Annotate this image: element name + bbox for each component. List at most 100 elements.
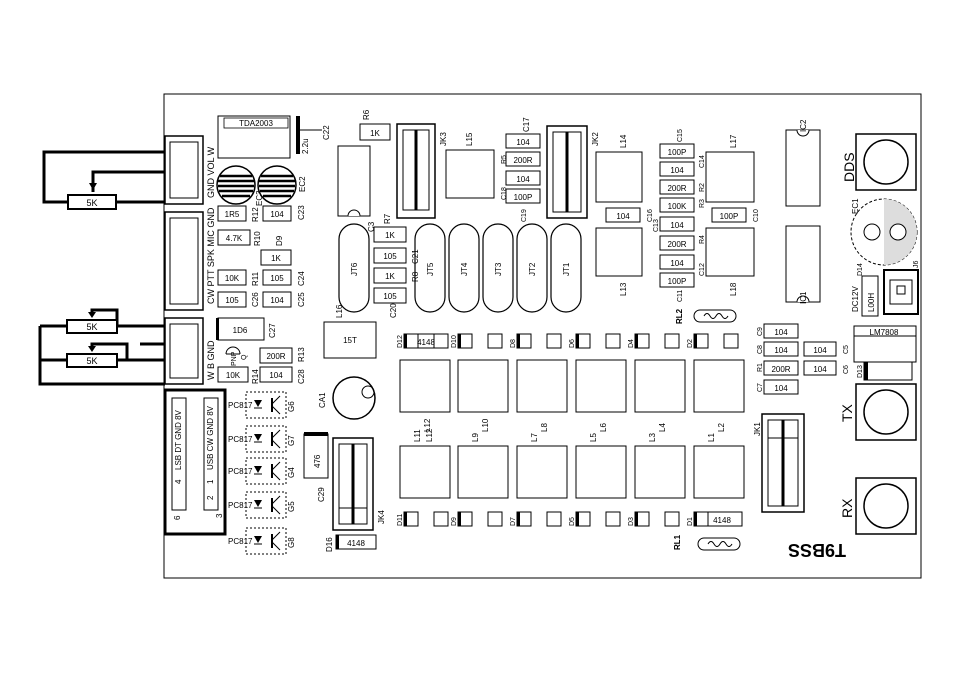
l18-label: L18 <box>729 282 738 296</box>
jk2-label: JK2 <box>591 132 600 146</box>
jk3-label: JK3 <box>439 132 448 146</box>
crystal-jt4-label: JT4 <box>460 262 469 276</box>
r1-label: R1 <box>757 363 764 372</box>
coil-l4 <box>634 359 686 413</box>
r5-label: R5 <box>501 155 508 164</box>
pnp-label: PNP <box>231 351 238 366</box>
jk3-relay <box>396 123 436 219</box>
coil-l2 <box>693 359 745 413</box>
opto-g7-label: G7 <box>287 435 296 446</box>
coil-l7-label: L7 <box>530 433 539 442</box>
c9-label: C9 <box>757 327 764 336</box>
d14-value: L00H <box>867 293 876 312</box>
diode-d11-label: D11 <box>397 514 404 526</box>
ec1-capacitor <box>850 198 918 266</box>
opto-g6-label: G6 <box>287 401 296 412</box>
lm7808-label: LM7808 <box>870 328 899 337</box>
c22-value: 2.2u <box>301 138 310 154</box>
diode-d9b-label: D9 <box>451 517 458 526</box>
r14-label: R14 <box>251 369 260 384</box>
c14-label: C14 <box>699 155 706 168</box>
coil-l2-label: L2 <box>717 423 726 432</box>
crystal-jt2-label: JT2 <box>528 262 537 276</box>
mode-connector-label-left: LSB DT GND 8V <box>174 409 183 470</box>
diode-d1-label: D1 <box>687 517 694 526</box>
r14-value: 10K <box>226 371 241 380</box>
c29-value: 476 <box>313 454 322 468</box>
c6-value: 104 <box>813 365 827 374</box>
diode-d3-label: D3 <box>628 517 635 526</box>
r11-label: R11 <box>251 271 260 286</box>
mic-connector <box>164 211 204 311</box>
l14-coil <box>595 151 643 203</box>
jk4-relay <box>332 437 374 531</box>
coil-l12-label-2: L12 <box>425 428 434 442</box>
r6-resistor <box>359 123 391 141</box>
r11-value: 10K <box>225 274 240 283</box>
c29-label: C29 <box>317 487 326 502</box>
pc817-label-2: PC817 <box>228 435 253 444</box>
diode-d7-label: D7 <box>510 517 517 526</box>
c16-label: C16 <box>647 209 654 222</box>
c9-capacitor <box>763 323 799 339</box>
r10-resistor <box>217 229 251 246</box>
coil-l1-label: L1 <box>707 433 716 442</box>
c5-value: 104 <box>813 346 827 355</box>
c8-value: 104 <box>774 346 788 355</box>
mode-pin-4: 4 <box>174 479 183 484</box>
c7-capacitor <box>763 379 799 395</box>
dc12v-label: DC12V <box>851 286 860 312</box>
pc817-1 <box>245 391 287 419</box>
r12-resistor <box>217 205 247 222</box>
ec1-label: EC1 <box>851 198 860 214</box>
c19-value: 100P <box>514 193 533 202</box>
c8-label: C8 <box>757 345 764 354</box>
c19-capacitor <box>505 188 541 204</box>
w-pot-1-value: 5K <box>86 322 97 332</box>
d14-label: D14 <box>857 263 864 276</box>
l15-coil <box>445 149 495 199</box>
diode-d12-label: D12 <box>397 335 404 348</box>
c24-capacitor <box>262 269 292 286</box>
r13-value: 200R <box>266 352 285 361</box>
diode-d6-label: D6 <box>569 339 576 348</box>
pc817-label-5: PC817 <box>228 537 253 546</box>
c20-label: C20 <box>389 303 398 318</box>
volume-pot-value: 5K <box>86 198 97 208</box>
diode-d8-label: D8 <box>510 339 517 348</box>
l13-coil <box>595 227 643 277</box>
c18-value: 104 <box>516 175 530 184</box>
t15-transformer <box>323 321 377 359</box>
c23-label: C23 <box>297 205 306 220</box>
pc817-label-3: PC817 <box>228 467 253 476</box>
r4-resistor <box>659 235 695 251</box>
coil-l3 <box>634 445 686 499</box>
q-label: Q <box>241 354 248 360</box>
c23-value: 104 <box>270 210 284 219</box>
c19-label: C19 <box>521 209 528 222</box>
c11-value: 100P <box>668 277 687 286</box>
c22-label: C22 <box>322 125 331 140</box>
c17-label: C17 <box>522 117 531 132</box>
tda2003-label: TDA2003 <box>239 119 273 128</box>
c27-label: C27 <box>268 323 277 338</box>
c5-capacitor <box>803 341 837 357</box>
pnp-transistor <box>225 346 241 355</box>
w-pot-1 <box>66 319 118 334</box>
c20-capacitor <box>373 287 407 304</box>
d13-diode <box>863 361 913 381</box>
coil-l5-label: L5 <box>589 433 598 442</box>
coil-l8 <box>516 359 568 413</box>
r13-resistor <box>259 347 293 364</box>
r5-value: 200R <box>513 156 532 165</box>
c12-capacitor <box>659 254 695 270</box>
c10-capacitor <box>711 207 747 223</box>
c25-capacitor <box>262 291 292 308</box>
jk1-label: JK1 <box>753 422 762 436</box>
c28-label: C28 <box>297 369 306 384</box>
board-name: T9BSS <box>788 540 846 560</box>
ec2-label: EC2 <box>298 176 307 192</box>
c17-capacitor <box>505 133 541 149</box>
